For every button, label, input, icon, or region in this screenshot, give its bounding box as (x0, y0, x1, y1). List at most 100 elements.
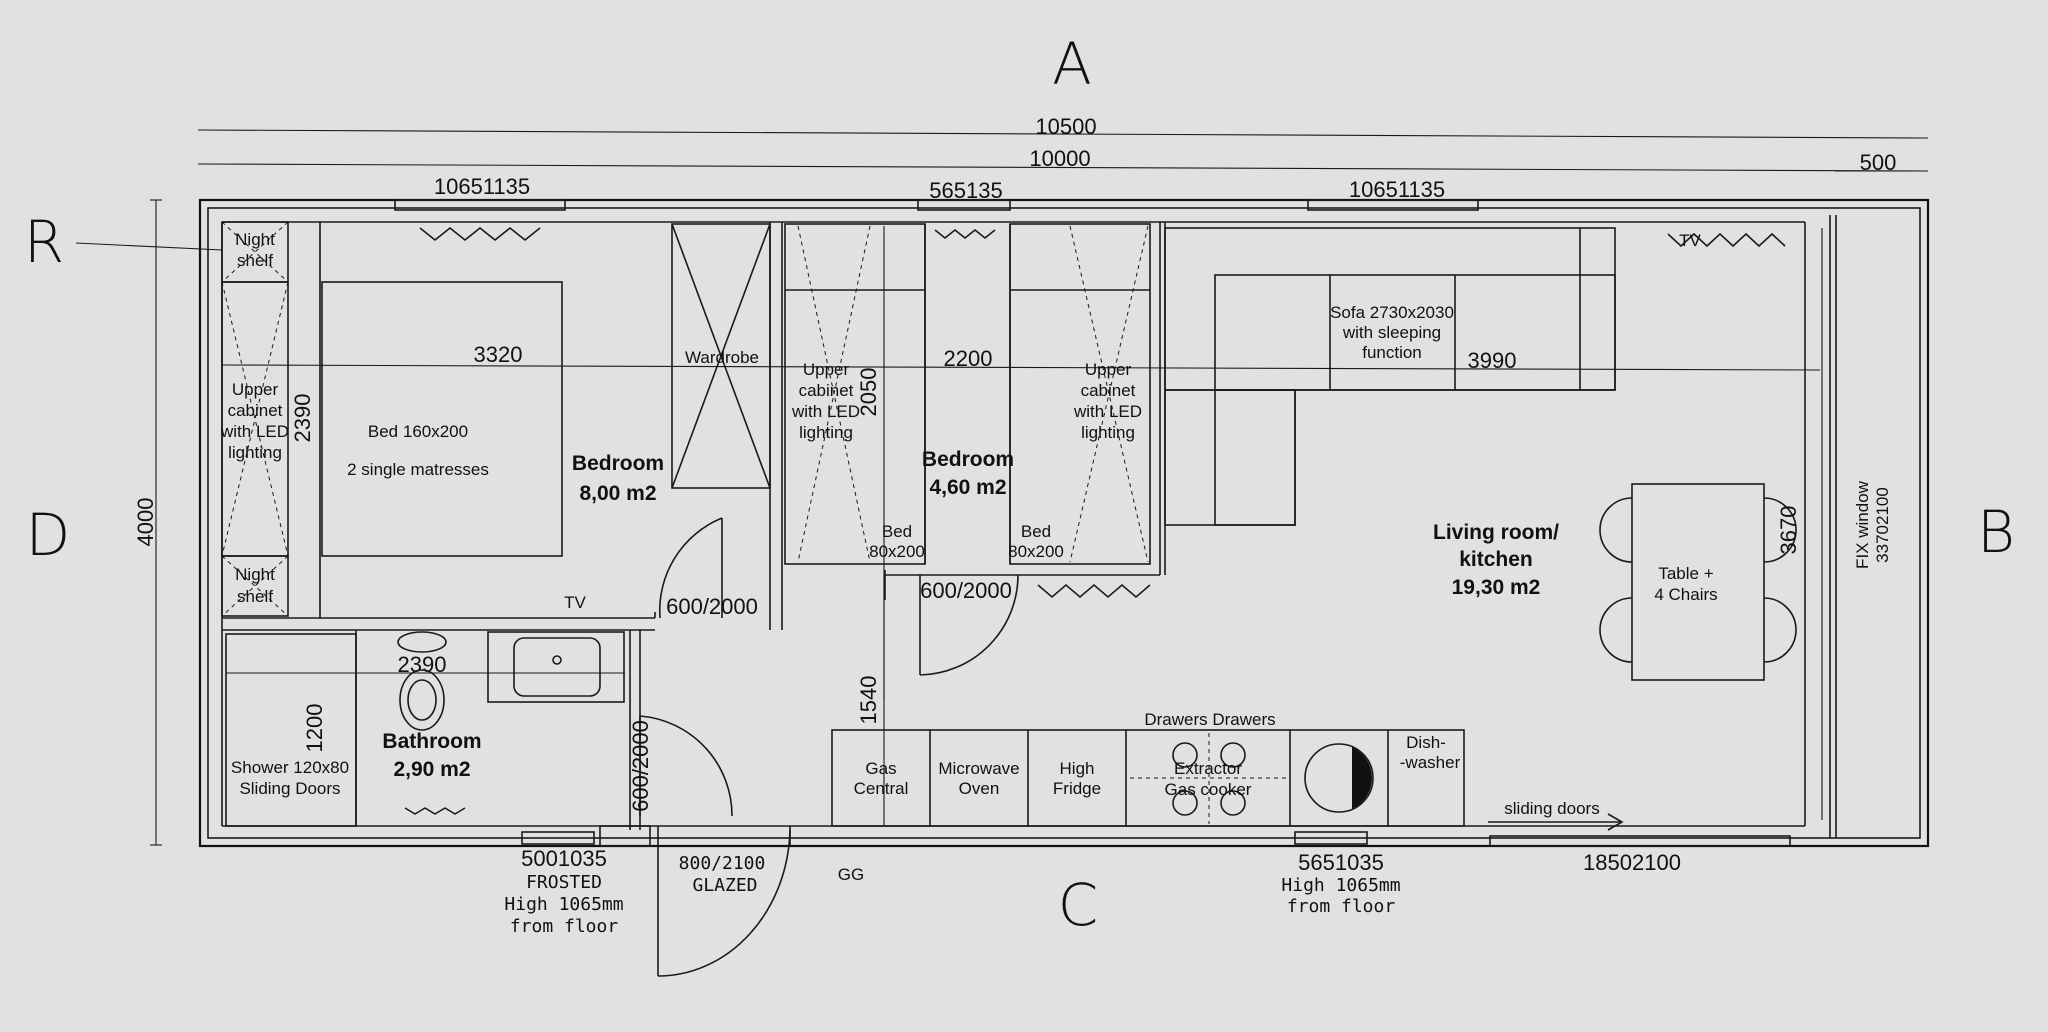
upper-cabinet-b2-right-line-4: lighting (1081, 423, 1135, 442)
gg-label: GG (838, 865, 864, 884)
gas-cooker-label: Gas cooker (1165, 780, 1252, 799)
dim-hall-height: 1540 (856, 676, 881, 725)
night-shelf-bottom-label-2: shelf (237, 587, 273, 606)
upper-cabinet-b2-right-line-1: Upper (1085, 360, 1132, 379)
window-openings (394, 199, 1791, 847)
upper-cabinet-left (221, 281, 289, 557)
bed-double (321, 281, 563, 557)
bed-single-2-label: Bed (1021, 522, 1051, 541)
living-room-name-1: Living room/ (1433, 521, 1559, 544)
shower-label-1: Shower 120x80 (231, 758, 349, 777)
dim-living-height: 3670 (1776, 506, 1801, 555)
living-room-area: 19,30 m2 (1452, 576, 1541, 599)
kitchen-counter (831, 729, 1465, 827)
dim-line-horizontal-main (221, 364, 1821, 371)
dining-table (1599, 483, 1797, 681)
upper-cabinet-left-line-3: with LED (220, 422, 289, 441)
microwave-label-2: Oven (959, 779, 1000, 798)
gas-central-label-1: Gas (865, 759, 896, 778)
upper-cabinet-left-line-4: lighting (228, 443, 282, 462)
upper-cabinet-b2-right-line-3: with LED (1073, 402, 1142, 421)
window-4-note-frosted: FROSTED (526, 872, 602, 893)
fix-window-size: 33702100 (1873, 487, 1892, 563)
upper-cabinet-b2-left-line-1: Upper (803, 360, 850, 379)
door-bathroom-size: 600/2000 (628, 720, 653, 812)
bedroom2-name: Bedroom (922, 448, 1014, 471)
tv-label-living: TV (1679, 231, 1701, 250)
section-marker-line (75, 242, 223, 251)
fridge-label-1: High (1060, 759, 1095, 778)
dishwasher-label-2: -washer (1400, 753, 1461, 772)
dim-height: 4000 (133, 498, 158, 547)
sliding-doors-label: sliding doors (1504, 799, 1599, 818)
entry-door (599, 825, 791, 977)
bed-single-2-size: 80x200 (1008, 542, 1064, 561)
dim-bathroom-height: 1200 (302, 704, 327, 753)
table-label-1: Table + (1658, 564, 1713, 583)
sink-kitchen-round (1304, 743, 1374, 813)
window-5-note-floor: from floor (1287, 896, 1396, 917)
bedroom1-area: 8,00 m2 (579, 482, 656, 505)
bedroom1-name: Bedroom (572, 452, 664, 475)
window-3-size: 10651135 (1349, 177, 1445, 202)
shower-label-2: Sliding Doors (239, 779, 340, 798)
sofa (1164, 227, 1616, 526)
dim-bedroom1-length: 3320 (474, 342, 523, 367)
window-5-size: 5651035 (1298, 850, 1384, 875)
sofa-label-1: Sofa 2730x2030 (1330, 303, 1454, 322)
window-4-note-floor: from floor (510, 916, 619, 937)
door-bedroom1 (658, 517, 723, 619)
dishwasher-label-1: Dish- (1406, 733, 1446, 752)
window-6-size: 18502100 (1583, 850, 1681, 875)
living-room-name-2: kitchen (1459, 548, 1533, 571)
overall-dimension-lines (150, 129, 1929, 846)
tv-label-bedroom: TV (564, 593, 586, 612)
dim-bedroom2-height: 2050 (856, 368, 881, 417)
dim-living-length: 3990 (1468, 348, 1517, 373)
fix-window-label: FIX window (1853, 480, 1872, 569)
dim-inner-length: 10000 (1029, 146, 1090, 171)
wardrobe-label: Wardrobe (685, 348, 759, 367)
upper-cabinet-b2-left-line-3: with LED (791, 402, 860, 421)
drawers-label: Drawers Drawers (1144, 710, 1275, 729)
bed-double-label: Bed 160x200 (368, 422, 468, 441)
axis-label-right: B (1977, 498, 2015, 566)
night-shelf-bottom-label-1: Night (235, 565, 275, 584)
table-label-2: 4 Chairs (1654, 585, 1717, 604)
extractor-label: Extractor (1174, 759, 1242, 778)
sofa-label-3: function (1362, 343, 1422, 362)
entry-door-size: 800/2100 (679, 853, 766, 874)
toilet (397, 631, 447, 731)
sliding-door-arrow (1488, 813, 1624, 831)
upper-cabinet-b2-left-line-4: lighting (799, 423, 853, 442)
dim-bedroom2-length: 2200 (944, 346, 993, 371)
sofa-label-2: with sleeping (1342, 323, 1441, 342)
shower (225, 633, 357, 827)
door-bedroom2-size: 600/2000 (920, 578, 1012, 603)
axis-label-bottom: C (1058, 871, 1099, 939)
fridge-label-2: Fridge (1053, 779, 1101, 798)
window-4-note-height: High 1065mm (504, 894, 623, 915)
door-bedroom1-size: 600/2000 (666, 594, 758, 619)
gas-cooker (1130, 733, 1288, 824)
window-1-size: 10651135 (434, 174, 530, 199)
window-5-note-height: High 1065mm (1281, 875, 1400, 896)
dim-bathroom-length: 2390 (398, 652, 447, 677)
bed-single-1-label: Bed (882, 522, 912, 541)
microwave-label-1: Microwave (938, 759, 1019, 778)
bathroom-area: 2,90 m2 (393, 758, 470, 781)
axis-label-top: A (1052, 30, 1092, 98)
bedroom2-area: 4,60 m2 (929, 476, 1006, 499)
dim-total-length: 10500 (1035, 114, 1096, 139)
dim-bedroom1-width: 2390 (290, 394, 315, 443)
bed-double-mattress-label: 2 single matresses (347, 460, 489, 479)
wardrobe (671, 223, 771, 489)
door-bedroom2 (919, 574, 1019, 676)
window-2-size: 565135 (929, 178, 1002, 203)
upper-cabinet-b2-right-line-2: cabinet (1081, 381, 1136, 400)
upper-cabinet-left-line-1: Upper (232, 380, 279, 399)
sink (487, 631, 625, 703)
dim-end-strip: 500 (1860, 150, 1897, 175)
radiator-symbols (404, 226, 1786, 815)
